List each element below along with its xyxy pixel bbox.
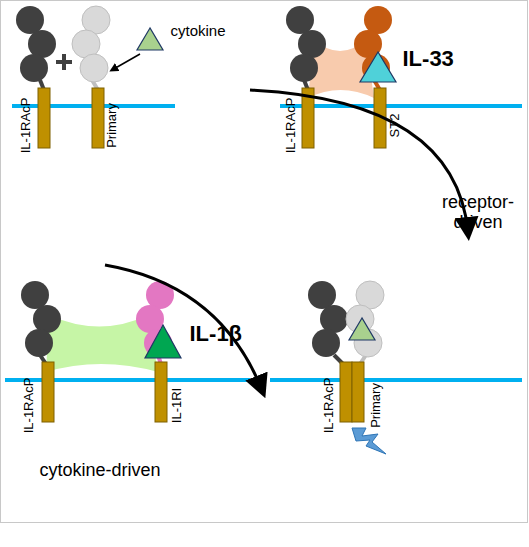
transition-arrow [105,265,262,390]
receptor-domain [80,54,108,82]
receptor-domain [320,305,348,333]
receptor-label: Primary [104,103,119,148]
receptor-domain [21,281,49,309]
transmembrane-box [42,362,54,422]
transmembrane-box [92,88,104,148]
receptor-domain [298,30,326,58]
cytokine-triangle [360,52,396,82]
transition-arrow [250,90,468,232]
receptor-domain [25,329,53,357]
receptor-domain [33,305,61,333]
receptor-domain [28,30,56,58]
receptor-domain [290,54,318,82]
receptor-domain [308,281,336,309]
cytokine-triangle [137,28,163,50]
pointer-arrow [112,54,140,70]
label: IL-1β [190,321,243,346]
membrane [270,378,522,382]
label: receptor-driven [432,192,524,233]
label: IL-33 [403,46,454,71]
membrane [280,104,522,108]
cytokine-triangle [145,325,181,358]
receptor-label: IL-1RAcP [322,377,337,433]
receptor-label: IL-1RAcP [284,97,299,153]
receptor-label: ST2 [388,113,403,137]
receptor-label: IL-1RI [170,387,185,422]
receptor-domain [16,6,44,34]
receptor-domain [20,54,48,82]
transmembrane-box [352,362,364,422]
plus-sign [56,54,72,70]
label: cytokine-driven [40,460,161,481]
signal-bolt [352,428,386,454]
frame [1,1,528,523]
receptor-label: IL-1RAcP [19,97,34,153]
cytokine-triangle [349,318,375,340]
transmembrane-box [38,88,50,148]
receptor-domain [286,6,314,34]
receptor-domain [312,329,340,357]
transmembrane-box [155,362,167,422]
receptor-label: IL-1RAcP [22,377,37,433]
transmembrane-box [340,362,352,422]
receptor-label: Primary [368,383,383,428]
receptor-domain [364,6,392,34]
label: cytokine [171,22,226,39]
receptor-domain [136,305,164,333]
